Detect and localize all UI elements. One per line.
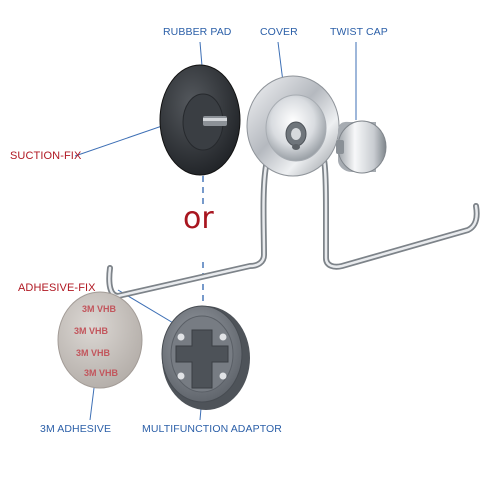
label-3m-adhesive: 3M ADHESIVE — [40, 423, 112, 435]
print-mark: 3M VHB — [74, 326, 109, 336]
label-twist-cap: TWIST CAP — [330, 26, 388, 38]
adhesive-print-marks: 3M VHB 3M VHB 3M VHB 3M VHB — [74, 304, 119, 378]
adhesive-pad — [57, 291, 143, 389]
label-or: or — [183, 201, 214, 236]
label-adhesive-fix: ADHESIVE-FIX — [18, 282, 96, 294]
leader-rubber-pad — [199, 41, 203, 67]
rubber-pad — [159, 64, 241, 176]
leader-cover — [277, 41, 284, 83]
label-cover: COVER — [260, 26, 298, 38]
print-mark: 3M VHB — [82, 304, 117, 314]
leader-suction-fix — [74, 125, 163, 157]
label-rubber-pad: RUBBER PAD — [163, 26, 232, 38]
print-mark: 3M VHB — [84, 368, 119, 378]
twist-cap — [336, 120, 387, 174]
leader-lines — [74, 41, 357, 421]
multifunction-adaptor — [161, 305, 250, 410]
cover — [246, 75, 340, 177]
label-suction-fix: SUCTION-FIX — [10, 150, 82, 162]
print-mark: 3M VHB — [76, 348, 111, 358]
label-multifunction-adaptor: MULTIFUNCTION ADAPTOR — [142, 423, 282, 435]
